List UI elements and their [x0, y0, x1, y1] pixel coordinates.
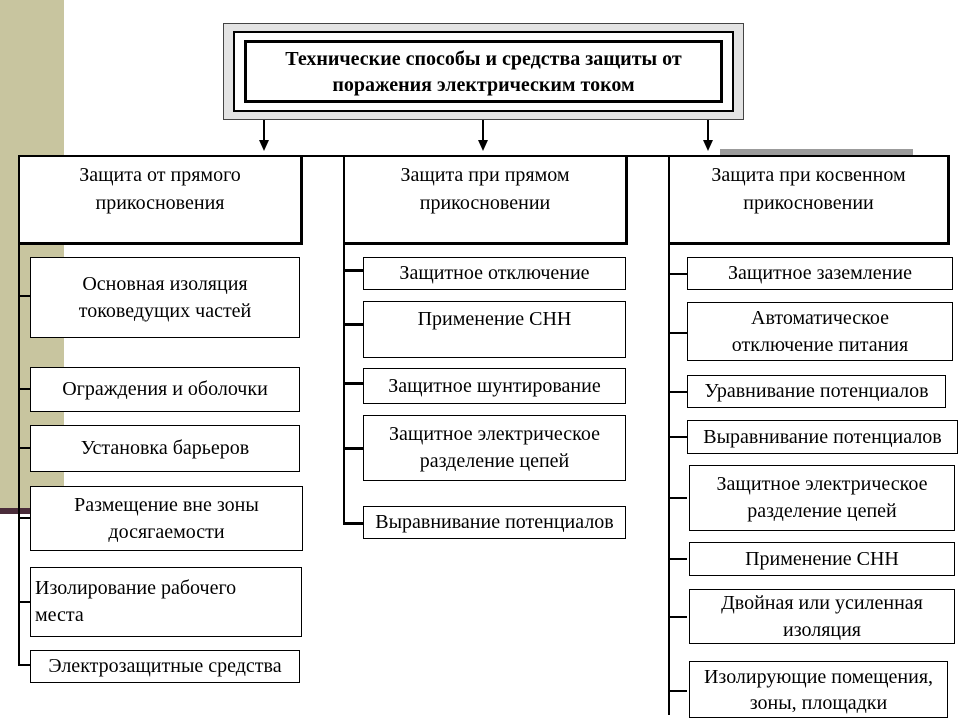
item-grounding: Защитное заземление: [687, 257, 953, 290]
item-text: Ограждения и оболочки: [62, 378, 268, 400]
column-header-text: Защита от прямого прикосновения: [79, 164, 241, 214]
item-barriers: Установка барьеров: [30, 425, 300, 472]
column-3-tick: [668, 273, 687, 275]
item-text: Изолирование рабочего места: [35, 577, 237, 626]
column-header-direct-contact: Защита от прямого прикосновения: [18, 155, 303, 245]
column-header-text: Защита при косвенном прикосновении: [711, 164, 906, 214]
item-potential-leveling: Выравнивание потенциалов: [363, 506, 626, 539]
item-out-of-reach: Размещение вне зоны досягаемости: [30, 486, 303, 551]
column-3-tick: [668, 391, 687, 393]
column-3-tick: [668, 558, 687, 560]
column-1-tick: [18, 295, 30, 297]
item-auto-disconnect: Автоматическое отключение питания: [687, 302, 953, 361]
column-1-tick: [18, 601, 30, 603]
arrowhead-icon: [703, 140, 713, 151]
column-3-spine: [668, 245, 670, 715]
item-text: Установка барьеров: [80, 437, 250, 459]
item-text: Защитное электрическое разделение цепей: [389, 423, 600, 472]
item-potential-leveling: Выравнивание потенциалов: [687, 420, 958, 454]
item-protective-shutdown: Защитное отключение: [363, 257, 626, 290]
item-text: Размещение вне зоны досягаемости: [74, 493, 259, 543]
column-3-tick: [668, 436, 687, 438]
item-text: Применение СНН: [745, 547, 899, 570]
column-header-direct-contact-protection: Защита при прямом прикосновении: [343, 155, 628, 245]
item-isolated-workplace: Изолирование рабочего места: [30, 567, 302, 637]
decorative-gray-bar: [720, 149, 913, 155]
column-3-tick: [668, 690, 687, 692]
diagram-title: Технические способы и средства защиты от…: [244, 40, 723, 103]
item-text: Защитное электрическое разделение цепей: [716, 473, 928, 522]
title-connector-down: [482, 120, 484, 142]
column-1-spine: [18, 245, 20, 665]
item-slv: Применение СНН: [363, 301, 626, 358]
column-3-tick: [668, 497, 687, 499]
column-2-tick: [343, 323, 363, 326]
item-text: Двойная или усиленная изоляция: [721, 591, 923, 641]
item-equipotential-bonding: Уравнивание потенциалов: [687, 375, 946, 408]
item-circuit-separation: Защитное электрическое разделение цепей: [689, 465, 955, 531]
column-1-tick: [18, 388, 30, 390]
item-shunting: Защитное шунтирование: [363, 368, 626, 404]
item-text: Выравнивание потенциалов: [375, 511, 614, 533]
item-text: Применение СНН: [417, 308, 572, 330]
item-circuit-separation: Защитное электрическое разделение цепей: [363, 415, 626, 481]
column-2-tick: [343, 382, 363, 385]
item-text: Выравнивание потенциалов: [703, 425, 942, 448]
column-1-tick: [18, 517, 30, 519]
item-slv: Применение СНН: [689, 542, 955, 576]
column-2-tick: [343, 269, 363, 272]
arrowhead-icon: [259, 140, 269, 151]
item-text: Электрозащитные средства: [48, 655, 282, 677]
column-2-spine: [343, 245, 345, 525]
title-connector-down: [263, 120, 265, 142]
item-enclosures: Ограждения и оболочки: [30, 367, 300, 412]
title-connector-down: [707, 120, 709, 142]
column-2-tick: [343, 522, 363, 525]
item-text: Изолирующие помещения, зоны, площадки: [703, 665, 934, 714]
item-double-insulation: Двойная или усиленная изоляция: [689, 589, 955, 644]
arrowhead-icon: [478, 140, 488, 151]
item-insulating-premises: Изолирующие помещения, зоны, площадки: [689, 661, 948, 718]
column-3-tick: [668, 332, 687, 334]
column-2-tick: [343, 447, 363, 450]
item-protective-equipment: Электрозащитные средства: [30, 650, 300, 683]
item-text: Уравнивание потенциалов: [704, 380, 929, 402]
column-header-text: Защита при прямом прикосновении: [400, 164, 570, 214]
diagram-title-text: Технические способы и средства защиты от…: [285, 47, 682, 96]
column-1-tick: [18, 664, 30, 666]
item-text: Защитное отключение: [399, 262, 590, 284]
column-3-tick: [668, 616, 687, 618]
item-text: Основная изоляция токоведущих частей: [78, 272, 252, 322]
item-text: Автоматическое отключение питания: [731, 306, 909, 356]
item-basic-insulation: Основная изоляция токоведущих частей: [30, 257, 300, 338]
item-text: Защитное заземление: [728, 262, 912, 284]
column-header-indirect-contact: Защита при косвенном прикосновении: [668, 155, 950, 245]
item-text: Защитное шунтирование: [388, 374, 601, 397]
column-1-tick: [18, 447, 30, 449]
